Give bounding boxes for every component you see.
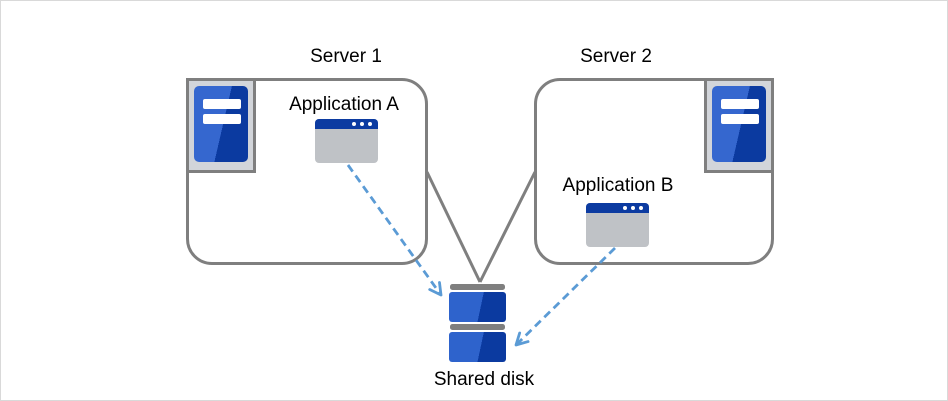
titlebar-dot bbox=[623, 206, 627, 210]
shared-disk-label: Shared disk bbox=[433, 369, 535, 390]
disk-stack-icon bbox=[449, 284, 506, 362]
disk-lid bbox=[450, 324, 505, 330]
titlebar-dot bbox=[368, 122, 372, 126]
server-drive-slot bbox=[721, 99, 759, 109]
server-drive-slot bbox=[203, 99, 241, 109]
connector-server1-disk bbox=[425, 171, 482, 283]
titlebar-dot bbox=[639, 206, 643, 210]
server-drive-slot bbox=[721, 114, 759, 124]
titlebar-dot bbox=[631, 206, 635, 210]
connector-server2-disk bbox=[478, 171, 537, 283]
server-drive-slot bbox=[203, 114, 241, 124]
disk-platter bbox=[449, 332, 506, 362]
application-window-icon bbox=[315, 119, 378, 163]
window-titlebar bbox=[315, 119, 378, 129]
server1-label: Server 1 bbox=[310, 46, 382, 67]
titlebar-dot bbox=[352, 122, 356, 126]
disk-lid bbox=[450, 284, 505, 290]
application-window-icon bbox=[586, 203, 649, 247]
server-tower-icon bbox=[712, 86, 766, 162]
server-tower-icon bbox=[194, 86, 248, 162]
application-a-label: Application A bbox=[289, 94, 399, 115]
server2-label: Server 2 bbox=[580, 46, 652, 67]
application-b-label: Application B bbox=[562, 175, 674, 196]
titlebar-dot bbox=[360, 122, 364, 126]
disk-platter bbox=[449, 292, 506, 322]
server2-icon-frame bbox=[704, 78, 774, 173]
window-titlebar bbox=[586, 203, 649, 213]
server1-icon-frame bbox=[186, 78, 256, 173]
